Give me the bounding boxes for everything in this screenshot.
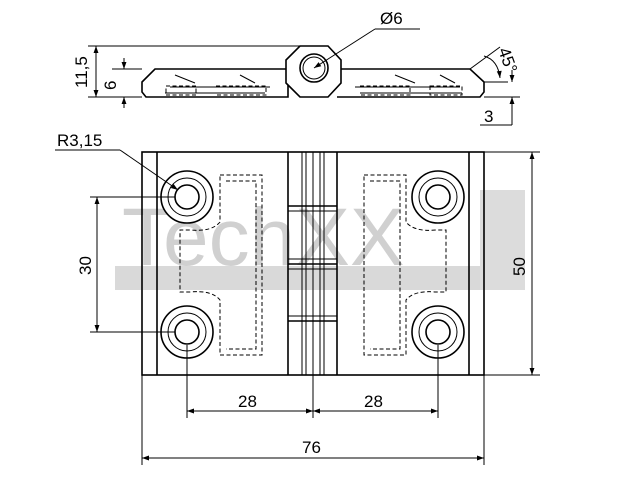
total-length-dimension: 76 [141,375,485,465]
side-height-dimensions: 11,5 6 [72,45,300,108]
diameter-label: Ø6 [380,9,403,28]
hole-offset-dimensions: 28 28 [186,345,439,418]
hole-offset-right-label: 28 [364,392,383,411]
radius-label: R3,15 [57,131,102,150]
knuckle-strip [287,152,338,375]
leaf-width-dimension: 50 [484,151,540,376]
watermark-panel [480,190,525,290]
hole-offset-left-label: 28 [238,392,257,411]
side-view-right-leaf [337,68,485,98]
leaf-width-label: 50 [510,257,529,276]
hole-spacing-label: 30 [76,256,95,275]
total-length-label: 76 [302,438,321,457]
chamfer-depth-label: 3 [484,107,493,126]
radius-callout: R3,15 [55,131,179,191]
hole-spacing-dimension: 30 [76,196,175,333]
leaf-thickness-label: 6 [101,81,120,90]
left-recess [179,174,263,356]
right-recess [363,174,447,356]
side-view [141,45,485,98]
height-overall-label: 11,5 [72,56,91,88]
hole-top-right [411,170,465,224]
diameter-callout: Ø6 [313,9,420,69]
chamfer-dimensions: 45° 3 [469,45,521,126]
